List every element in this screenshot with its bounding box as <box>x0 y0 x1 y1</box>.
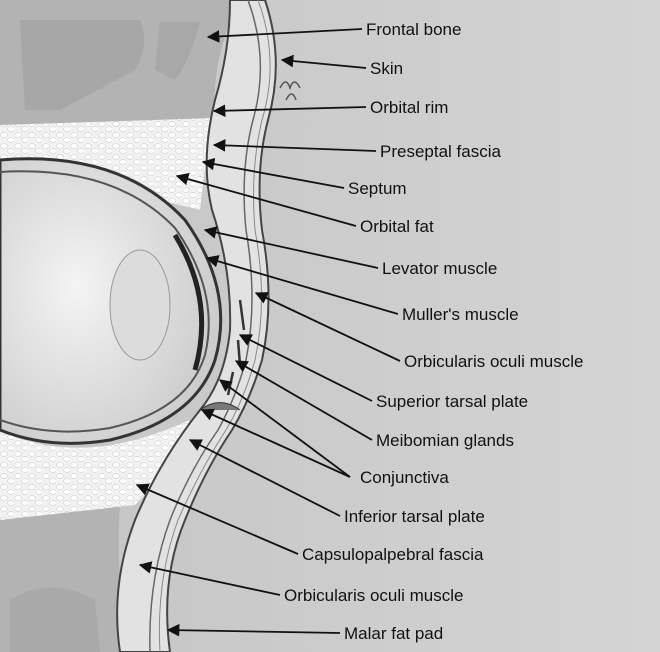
label-mullers-muscle: Muller's muscle <box>402 305 519 324</box>
label-orbicularis-oculi-muscle-lower: Orbicularis oculi muscle <box>284 586 464 605</box>
label-capsulopalpebral-fascia: Capsulopalpebral fascia <box>302 545 484 564</box>
label-meibomian-glands: Meibomian glands <box>376 431 514 450</box>
label-orbicularis-oculi-muscle-upper: Orbicularis oculi muscle <box>404 352 584 371</box>
label-superior-tarsal-plate: Superior tarsal plate <box>376 392 528 411</box>
label-septum: Septum <box>348 179 407 198</box>
label-malar-fat-pad: Malar fat pad <box>344 624 443 643</box>
label-preseptal-fascia: Preseptal fascia <box>380 142 501 161</box>
label-conjunctiva: Conjunctiva <box>360 468 449 487</box>
lens-shape <box>110 250 170 360</box>
label-orbital-rim: Orbital rim <box>370 98 448 117</box>
label-levator-muscle: Levator muscle <box>382 259 497 278</box>
label-frontal-bone: Frontal bone <box>366 20 461 39</box>
label-orbital-fat: Orbital fat <box>360 217 434 236</box>
label-skin: Skin <box>370 59 403 78</box>
label-inferior-tarsal-plate: Inferior tarsal plate <box>344 507 485 526</box>
